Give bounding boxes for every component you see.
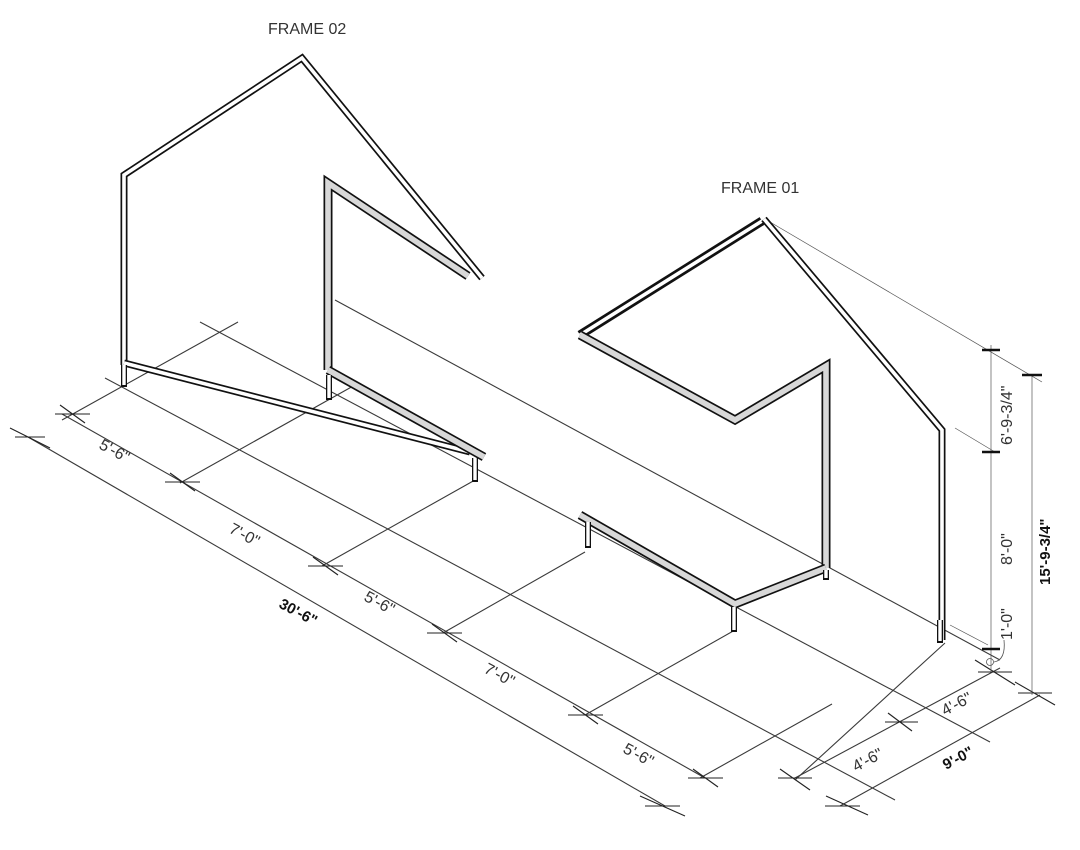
dim-label-overall-length: 30'-6"	[276, 596, 320, 630]
frame-01: FRAME 01	[577, 180, 946, 643]
dim-label-8-0: 8'-0"	[999, 533, 1016, 565]
dim-label-7-0-b: 7'-0"	[481, 661, 517, 691]
ground-grid	[61, 299, 1001, 801]
dim-label-5-6-a: 5'-6"	[96, 437, 132, 467]
length-dimension-chain: 5'-6" 7'-0" 5'-6" 7'-0" 5'-6" 30'-6"	[9, 404, 723, 817]
width-dimension-chain: 4'-6" 4'-6" 9'-0"	[778, 659, 1056, 816]
dim-label-4-6-b: 4'-6"	[939, 690, 975, 720]
height-dimension-chain: 6'-9-3/4" 8'-0" 1'-0" 15'-9-3/4"	[769, 221, 1054, 695]
dim-label-7-0-a: 7'-0"	[226, 521, 262, 551]
dim-label-overall-height: 15'-9-3/4"	[1037, 518, 1054, 585]
dim-label-6-9-3-4: 6'-9-3/4"	[999, 386, 1016, 445]
frame-01-label: FRAME 01	[721, 180, 799, 197]
dim-label-4-6-a: 4'-6"	[850, 746, 886, 776]
frame-02-label: FRAME 02	[268, 21, 346, 38]
dim-label-1-0: 1'-0"	[999, 608, 1016, 640]
dim-label-5-6-c: 5'-6"	[620, 741, 656, 771]
dim-label-5-6-b: 5'-6"	[361, 589, 397, 619]
frame-02: FRAME 02	[120, 21, 487, 482]
